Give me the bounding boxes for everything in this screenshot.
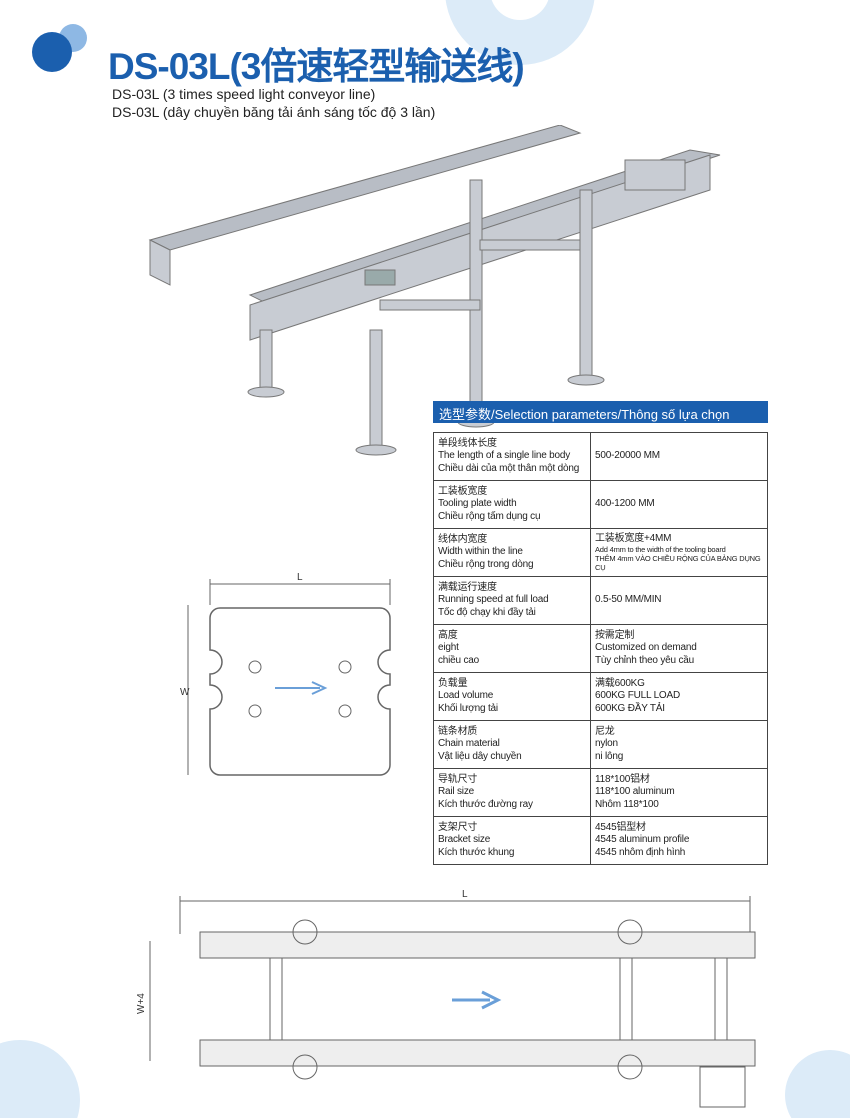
value-line: 0.5-50 MM/MIN xyxy=(595,594,662,606)
conveyor-top-view-drawing: L W+4 xyxy=(136,889,756,1108)
value-line: 满载600KG xyxy=(595,677,645,689)
value-line: 118*100 aluminum xyxy=(595,786,675,798)
value-line: 4545铝型材 xyxy=(595,821,646,833)
value-line: 工装板宽度+4MM xyxy=(595,532,672,544)
value-line: 600KG FULL LOAD xyxy=(595,690,681,702)
value-line: Tùy chỉnh theo yêu cầu xyxy=(595,654,694,666)
param-zh: 支架尺寸 xyxy=(438,821,478,833)
param-en: Bracket size xyxy=(438,834,491,846)
topview-dim-l: L xyxy=(462,889,468,900)
param-vi: Chiều dài của một thân một dòng xyxy=(438,462,580,474)
param-zh: 导轨尺寸 xyxy=(438,773,478,785)
param-vi: Chiều rộng tấm dụng cụ xyxy=(438,510,541,522)
param-en: Tooling plate width xyxy=(438,498,517,510)
value-line: Add 4mm to the width of the tooling boar… xyxy=(595,545,726,555)
value-line: Nhôm 118*100 xyxy=(595,798,659,810)
page-title: DS-03L(3倍速轻型输送线) xyxy=(108,46,525,87)
param-zh: 链条材质 xyxy=(438,725,478,737)
value-line: nylon xyxy=(595,738,618,750)
value-line: 尼龙 xyxy=(595,725,615,737)
parameter-value: 400-1200 MM xyxy=(590,480,768,529)
param-vi: Khối lượng tải xyxy=(438,702,498,714)
value-line: Customized on demand xyxy=(595,642,697,654)
param-vi: Tốc độ chạy khi đầy tải xyxy=(438,606,536,618)
param-en: Load volume xyxy=(438,690,494,702)
param-en: Chain material xyxy=(438,738,500,750)
parameter-value: 0.5-50 MM/MIN xyxy=(590,576,768,625)
param-zh: 负载量 xyxy=(438,677,468,689)
value-line: ni lông xyxy=(595,750,624,762)
plate-dim-w: W xyxy=(180,687,190,698)
tooling-plate-drawing: L W xyxy=(180,572,391,776)
value-line: 4545 nhôm định hình xyxy=(595,846,686,858)
param-en: Width within the line xyxy=(438,546,523,558)
value-line: 4545 aluminum profile xyxy=(595,834,690,846)
value-line: 500-20000 MM xyxy=(595,450,660,462)
param-vi: Chiều rộng trong dòng xyxy=(438,558,534,570)
param-zh: 高度 xyxy=(438,629,458,641)
value-line: 400-1200 MM xyxy=(595,498,655,510)
param-zh: 线体内宽度 xyxy=(438,533,487,545)
selection-parameters-header: 选型参数/Selection parameters/Thông số lựa c… xyxy=(433,401,768,423)
parameter-value: 500-20000 MM xyxy=(590,432,768,481)
param-en: Running speed at full load xyxy=(438,594,549,606)
value-line: 118*100铝材 xyxy=(595,773,650,785)
conveyor-3d-image xyxy=(148,125,721,456)
param-vi: chiều cao xyxy=(438,654,480,666)
value-line: THÊM 4mm VÀO CHIỀU RỘNG CỦA BẢNG DỤNG CỤ xyxy=(595,554,761,573)
param-en: The length of a single line body xyxy=(438,450,571,462)
value-line: 600KG ĐẦY TẢI xyxy=(595,702,665,714)
param-en: eight xyxy=(438,642,459,654)
value-line: 按需定制 xyxy=(595,629,635,641)
param-vi: Vật liệu dây chuyền xyxy=(438,750,522,762)
subtitle-en: DS-03L (3 times speed light conveyor lin… xyxy=(112,86,376,102)
param-zh: 单段线体长度 xyxy=(438,437,497,449)
param-zh: 工装板宽度 xyxy=(438,485,487,497)
logo-circles xyxy=(32,24,87,72)
param-en: Rail size xyxy=(438,786,474,798)
param-vi: Kích thước đường ray xyxy=(438,798,533,810)
param-vi: Kích thước khung xyxy=(438,846,515,858)
plate-dim-l: L xyxy=(297,572,303,583)
subtitle-vi: DS-03L (dây chuyền băng tải ánh sáng tốc… xyxy=(112,104,436,120)
topview-dim-w: W+4 xyxy=(136,993,147,1014)
param-zh: 满载运行速度 xyxy=(438,581,497,593)
